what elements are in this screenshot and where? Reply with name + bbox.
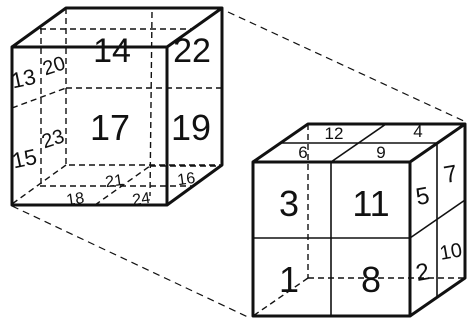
left-cube-number-13: 13	[9, 64, 38, 94]
right-cube-side-divider-h	[409, 199, 466, 239]
right-cube-number-2: 2	[414, 258, 432, 287]
connector-line-top	[227, 11, 467, 123]
left-cube-number-22: 22	[173, 32, 211, 70]
left-cube: 14 22 17 19 13 20 15 23 21 16 18 24	[9, 6, 224, 209]
right-cube-side-outline	[409, 124, 467, 318]
left-cube-right-outline	[166, 8, 224, 207]
right-cube-number-4: 4	[413, 122, 422, 141]
right-cube-number-10: 10	[438, 239, 464, 265]
right-cube: 12 4 6 9 3 11 1 8 5 7 2 10	[251, 122, 467, 318]
right-cube-number-7: 7	[442, 160, 460, 189]
right-cube-number-1: 1	[279, 259, 299, 300]
left-cube-number-21: 21	[104, 172, 124, 191]
left-cube-number-16: 16	[176, 170, 196, 189]
left-cube-top-outline	[11, 6, 224, 49]
left-cube-bottom-divider-2	[94, 165, 151, 206]
left-cube-number-20: 20	[40, 52, 68, 80]
left-cube-hidden-back-edges	[65, 8, 222, 166]
left-cube-number-18: 18	[65, 190, 85, 209]
right-cube-hidden-depth	[252, 277, 309, 317]
right-cube-number-3: 3	[279, 183, 299, 224]
left-cube-front-divider-v	[149, 11, 153, 197]
right-cube-number-5: 5	[414, 182, 432, 211]
right-cube-top-divider-2	[330, 123, 387, 163]
left-cube-number-17: 17	[90, 107, 130, 148]
left-cube-number-19: 19	[171, 107, 211, 148]
left-cube-number-23: 23	[39, 125, 67, 153]
right-cube-number-12: 12	[325, 124, 344, 143]
right-cube-number-6: 6	[298, 143, 307, 162]
right-cube-number-11: 11	[352, 183, 389, 224]
right-cube-number-9: 9	[376, 143, 385, 162]
left-cube-number-24: 24	[131, 190, 151, 209]
left-cube-number-14: 14	[93, 32, 131, 70]
left-cube-hidden-depth-edge	[11, 164, 67, 205]
left-cube-number-15: 15	[10, 144, 39, 174]
right-cube-number-8: 8	[361, 259, 381, 300]
connector-line-bottom	[11, 205, 251, 319]
